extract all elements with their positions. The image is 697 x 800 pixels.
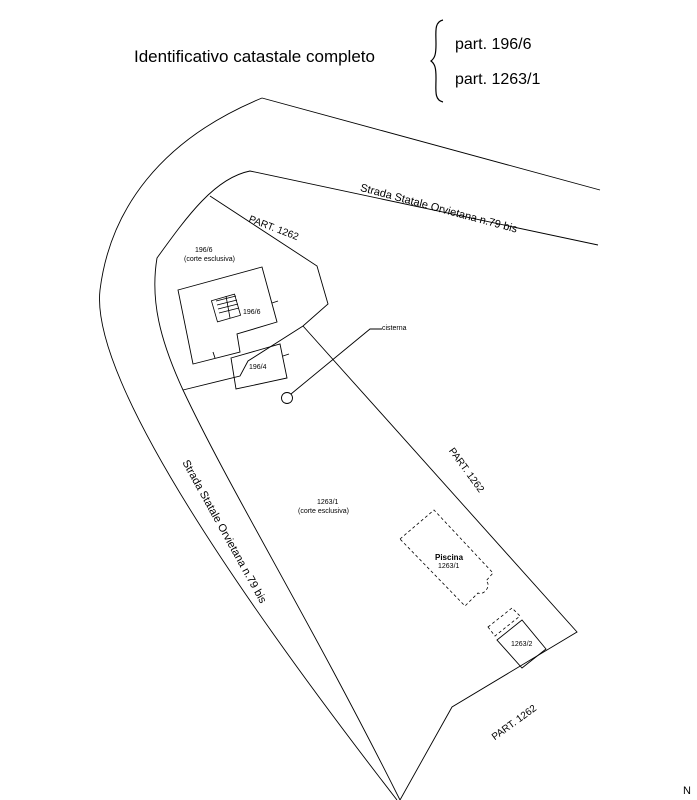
cistern-label: cisterna — [382, 325, 407, 332]
road-outer-edge — [99, 97, 601, 800]
building-196-6 — [177, 266, 278, 365]
lot-196-6-note: (corte esclusiva) — [184, 256, 235, 263]
cistern-leader — [290, 328, 382, 395]
part-label-1263-1: part. 1263/1 — [455, 71, 541, 88]
road-inner-edge — [154, 170, 599, 800]
building-196-4 — [230, 343, 288, 390]
pool-label: Piscina — [435, 553, 464, 562]
shed-1263-2-label: 1263/2 — [511, 641, 533, 648]
lot-196-6-label: 196/6 — [195, 247, 213, 254]
brace-icon — [430, 18, 444, 104]
parcel-1263-1-boundary — [302, 325, 578, 800]
shed-1263-2-outline — [487, 607, 521, 637]
pool-outline — [399, 509, 494, 607]
lot-1263-1-label: 1263/1 — [317, 499, 339, 506]
building-196-4-label: 196/4 — [249, 364, 267, 371]
pool-code-label: 1263/1 — [438, 563, 460, 570]
lot-1263-1-note: (corte esclusiva) — [298, 508, 349, 515]
part-label-196-6: part. 196/6 — [455, 36, 532, 53]
shed-1263-2 — [496, 619, 547, 669]
building-196-6-label: 196/6 — [243, 309, 261, 316]
map-title: Identificativo catastale completo — [134, 47, 375, 66]
cistern-icon — [281, 392, 293, 404]
north-label: N — [683, 785, 691, 797]
stairs-icon — [210, 293, 242, 323]
